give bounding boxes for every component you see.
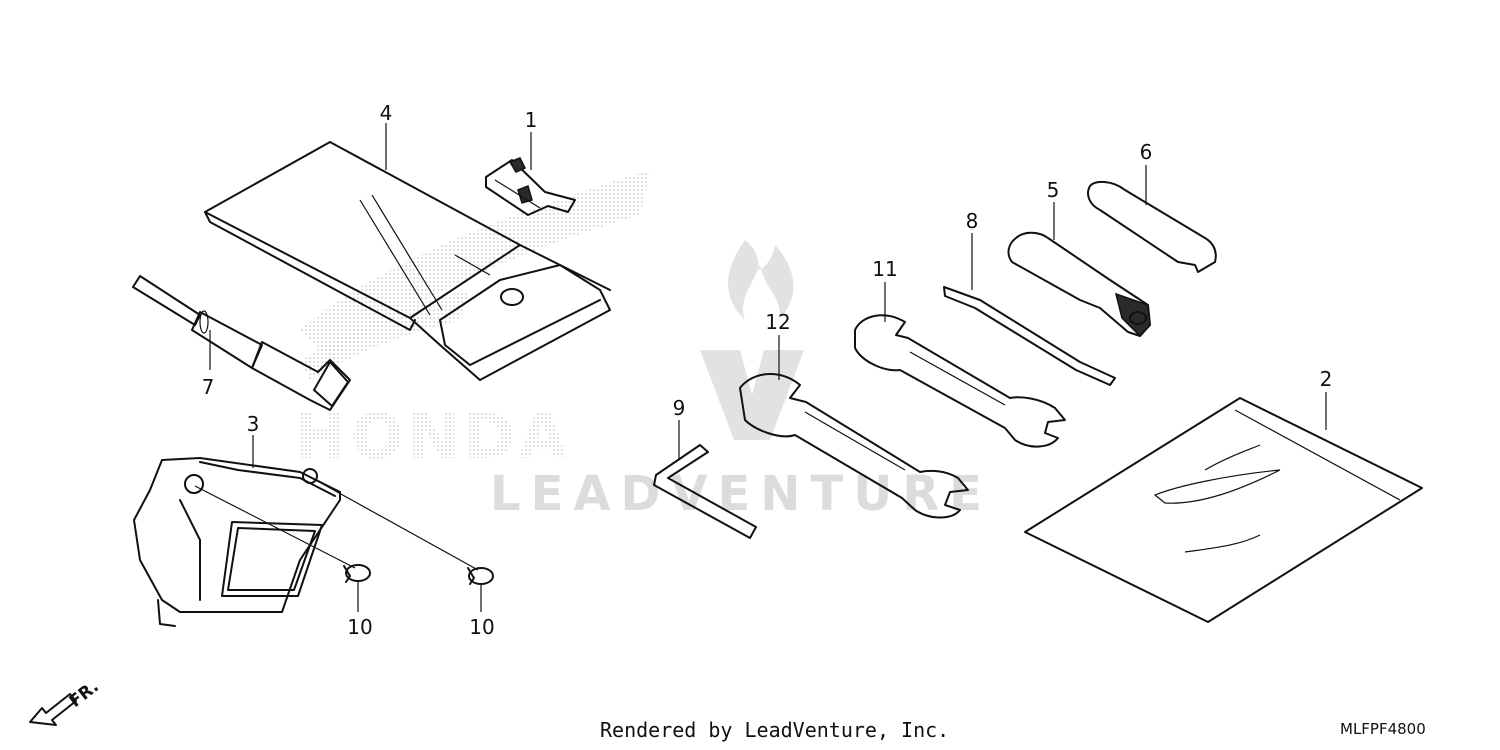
hex-key [653,444,757,539]
leader-lines [194,123,1327,612]
wrench-small [854,314,1066,448]
fuse-puller [485,157,576,216]
render-credit: Rendered by LeadVenture, Inc. [600,718,950,742]
callout-10b: 10 [469,615,494,639]
screwdriver-handle [1007,231,1151,338]
honda-wing-watermark [300,170,650,380]
tool-bag [204,141,611,381]
owners-manual [1024,397,1423,623]
callout-7: 7 [202,375,215,399]
screw-a [343,564,371,583]
diagram-code: MLFPF4800 [1340,720,1426,738]
callout-6: 6 [1140,140,1153,164]
callout-5: 5 [1047,178,1060,202]
wrench-large [739,372,969,519]
front-direction-arrow-icon [29,693,77,726]
plug-wrench [132,275,351,411]
callout-4: 4 [380,101,393,125]
callout-8: 8 [966,209,979,233]
screw-b [467,567,494,585]
screwdriver-bit [943,286,1116,386]
leadventure-logo-watermark [700,240,804,440]
honda-watermark-text: HONDA [295,400,571,473]
front-indicator-label: FR. [66,677,103,712]
tool-box-cover [133,457,341,627]
callout-11: 11 [872,257,897,281]
callout-12: 12 [765,310,790,334]
callout-9: 9 [673,396,686,420]
extension-plate [1087,180,1217,273]
callout-1: 1 [525,108,538,132]
callout-10a: 10 [347,615,372,639]
callout-2: 2 [1320,367,1333,391]
callout-3: 3 [247,412,260,436]
leadventure-watermark-text: LEADVENTURE [490,466,992,522]
